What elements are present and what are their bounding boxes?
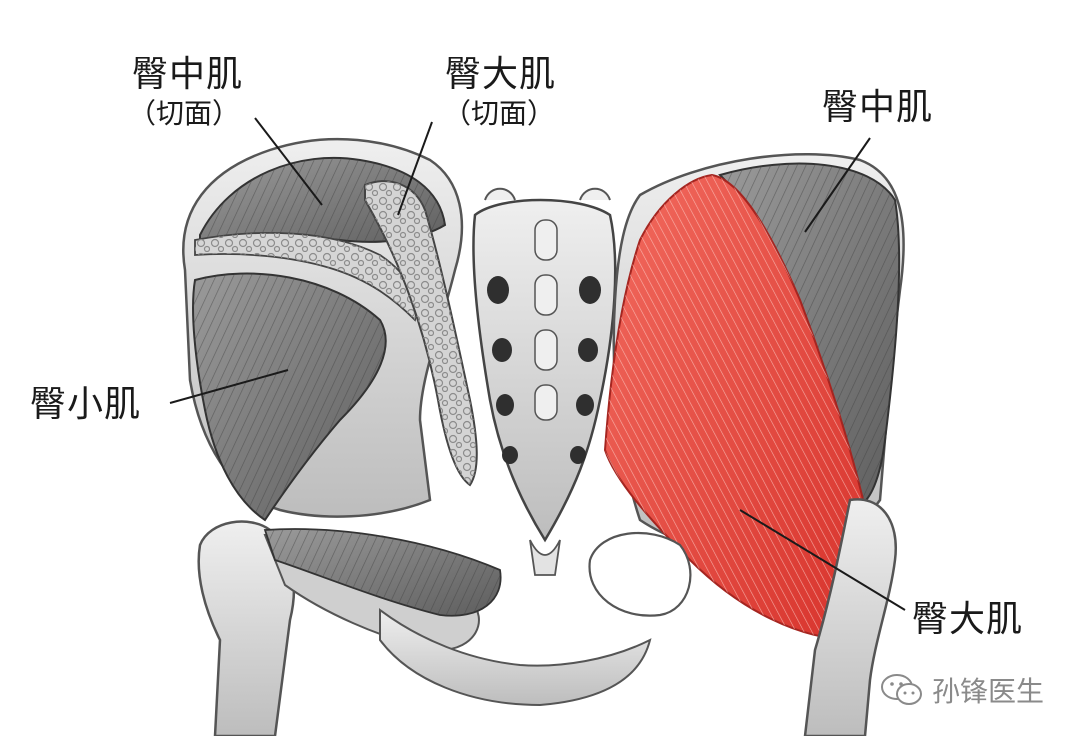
sacrum — [472, 187, 617, 576]
label-gluteus-maximus-right: 臀大肌 — [912, 599, 1024, 640]
watermark-text: 孙锋医生 — [932, 675, 1045, 708]
wechat-icon — [881, 674, 922, 705]
pubic-region — [379, 608, 652, 707]
label-gluteus-maximus-top-note: （切面） — [443, 97, 556, 130]
leader-gluteus-minimus — [169, 369, 289, 404]
left-femur — [197, 520, 502, 736]
label-gluteus-medius-left: 臀中肌 — [132, 54, 244, 95]
leader-lines — [169, 117, 906, 611]
label-gluteus-medius-right: 臀中肌 — [822, 87, 934, 128]
leader-gluteus-medius-left — [254, 117, 323, 206]
label-gluteus-medius-left-note: （切面） — [128, 97, 241, 130]
gluteus-maximus-cut-left — [364, 180, 478, 487]
gluteus-minimus-left — [192, 272, 387, 522]
right-femur — [588, 498, 898, 736]
gluteus-maximus-right — [603, 173, 873, 642]
watermark: 孙锋医生 — [880, 670, 1044, 710]
label-gluteus-minimus: 臀小肌 — [30, 384, 142, 425]
leader-gluteus-maximus-top — [397, 121, 433, 216]
leader-gluteus-maximus-right — [739, 509, 906, 611]
leader-gluteus-medius-right — [804, 137, 871, 233]
label-gluteus-maximus-top: 臀大肌 — [445, 54, 557, 95]
